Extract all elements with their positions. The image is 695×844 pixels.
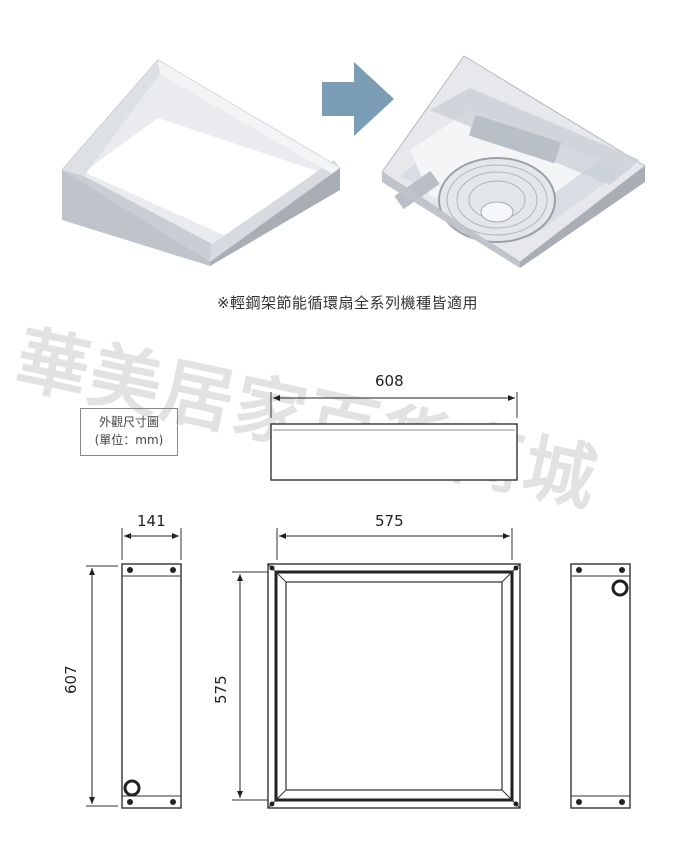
legend-unit: (單位：mm) xyxy=(94,433,164,447)
compatibility-caption: ※輕鋼架節能循環扇全系列機種皆適用 xyxy=(216,294,479,312)
arrow-right-icon xyxy=(322,62,394,136)
side-view-left-drawing xyxy=(86,528,182,809)
height-label: 607 xyxy=(62,665,80,694)
top-width-label: 608 xyxy=(375,372,404,390)
empty-frame-illustration xyxy=(61,59,341,266)
top-view-drawing xyxy=(270,392,518,481)
fan-frame-illustration xyxy=(381,55,646,268)
front-view-drawing xyxy=(232,528,521,809)
depth-label: 141 xyxy=(137,512,166,530)
front-width-label: 575 xyxy=(375,512,404,530)
dimension-legend: 外觀尺寸圖 (單位：mm) xyxy=(80,408,178,456)
side-view-right-drawing xyxy=(570,563,631,809)
front-height-label: 575 xyxy=(212,675,230,704)
legend-title: 外觀尺寸圖 xyxy=(98,415,159,429)
